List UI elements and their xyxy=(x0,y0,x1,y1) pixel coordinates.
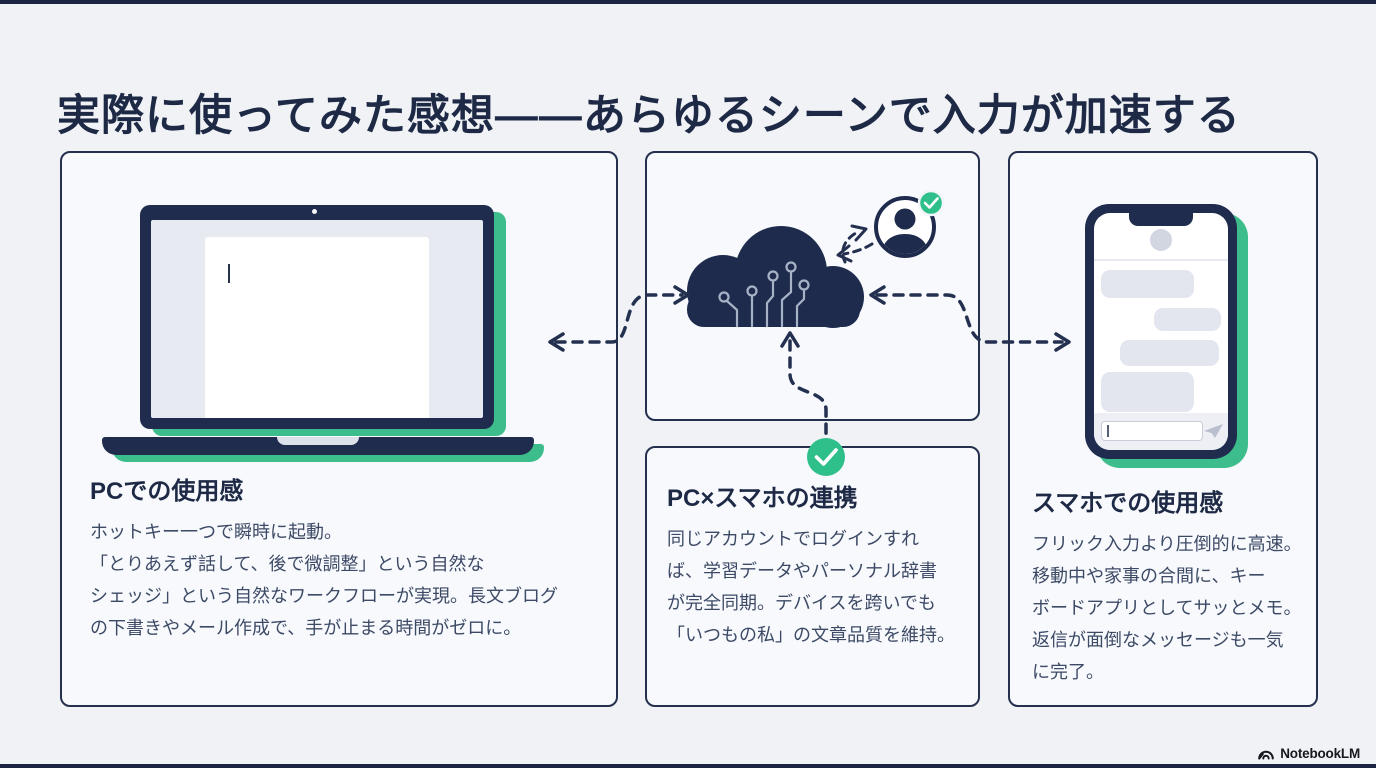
chat-bubble xyxy=(1120,340,1219,366)
chat-avatar xyxy=(1150,229,1172,251)
send-icon xyxy=(1204,424,1223,438)
panel-pc-experience: PCでの使用感 ホットキー一つで瞬時に起動。 「とりあえず話して、後で微調整」と… xyxy=(60,151,618,707)
chat-input-bar xyxy=(1094,413,1228,450)
page-title: 実際に使ってみた感想——あらゆるシーンで入力が加速する xyxy=(57,91,1241,140)
brand-label: NotebookLM xyxy=(1280,746,1360,761)
brand-footer: NotebookLM xyxy=(1257,746,1360,761)
phone-notch xyxy=(1129,213,1193,226)
chat-bubble xyxy=(1154,308,1221,331)
document-page xyxy=(205,237,429,418)
chat-bubble xyxy=(1101,270,1194,298)
laptop-base-notch xyxy=(277,437,359,445)
panel-mobile-body: フリック入力より圧倒的に高速。 移動中や家事の合間に、キー ボードアプリとしてサ… xyxy=(1032,534,1302,682)
panel-pc-body: ホットキー一つで瞬時に起動。 「とりあえず話して、後で微調整」という自然な シェ… xyxy=(90,522,558,638)
laptop-display xyxy=(151,220,483,418)
text-cursor-icon xyxy=(228,264,230,283)
panel-sync-description: PC×スマホの連携 同じアカウントでログインすれ ば、学習データやパーソナル辞書… xyxy=(645,446,980,707)
laptop-base xyxy=(102,437,534,455)
panel-sync-body: 同じアカウントでログインすれ ば、学習データやパーソナル辞書 が完全同期。デバイ… xyxy=(667,529,955,645)
laptop-screen xyxy=(140,205,494,429)
webcam-dot-icon xyxy=(312,209,317,214)
top-border-strip xyxy=(0,0,1376,4)
panel-pc-heading: PCでの使用感 xyxy=(90,478,244,505)
notebooklm-logo-icon xyxy=(1258,750,1275,760)
chat-header-divider xyxy=(1094,259,1228,261)
chat-bubble xyxy=(1101,372,1194,412)
panel-mobile-heading: スマホでの使用感 xyxy=(1032,490,1224,517)
smartphone-chat-illustration xyxy=(1085,204,1237,459)
panel-sync-heading: PC×スマホの連携 xyxy=(667,485,858,512)
chat-input-field xyxy=(1101,421,1203,441)
panel-sync-illustration xyxy=(645,151,980,421)
text-cursor-icon xyxy=(1107,425,1109,437)
panel-mobile-experience: スマホでの使用感 フリック入力より圧倒的に高速。 移動中や家事の合間に、キー ボ… xyxy=(1008,151,1318,707)
phone-screen xyxy=(1094,213,1228,450)
bottom-border-strip xyxy=(0,764,1376,768)
